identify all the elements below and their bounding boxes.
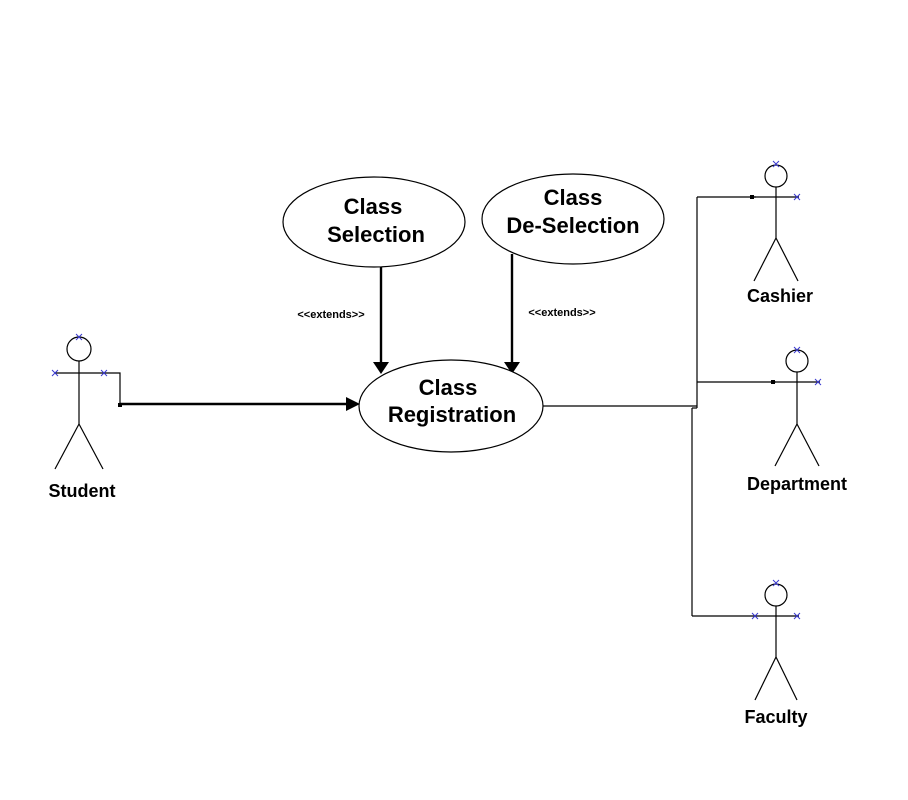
actor-faculty[interactable]: Faculty (744, 579, 808, 727)
stick-figure-icon (774, 349, 820, 467)
actor-cashier[interactable]: Cashier (747, 160, 813, 306)
selection-handles (751, 579, 801, 620)
extends-deselection-connector[interactable] (504, 254, 520, 374)
use-case-class-registration[interactable]: Class Registration (358, 359, 544, 453)
use-case-class-selection[interactable]: Class Selection (282, 176, 466, 268)
selection-handles (772, 160, 801, 201)
use-case-label-line1: Class (544, 185, 603, 210)
actor-label: Student (49, 481, 116, 501)
extends-label-selection: <<extends>> (297, 309, 364, 321)
extends-label-deselection: <<extends>> (528, 307, 595, 319)
stick-figure-icon (754, 583, 799, 701)
connector-end-cashier (750, 195, 754, 199)
use-case-label-line1: Class (344, 194, 403, 219)
use-case-label-line1: Class (419, 375, 478, 400)
actor-department[interactable]: Department (747, 346, 847, 494)
extends-arrowhead (373, 362, 389, 374)
use-case-label-line2: Registration (388, 402, 516, 427)
connector-end-department (771, 380, 775, 384)
use-case-label-line2: De-Selection (506, 213, 639, 238)
actor-label: Faculty (744, 707, 807, 727)
actor-label: Cashier (747, 286, 813, 306)
registration-to-actors-connector[interactable] (118, 195, 776, 617)
association-arrowhead (346, 397, 360, 411)
extends-arrowhead (504, 362, 520, 374)
selection-handles (793, 346, 822, 386)
use-case-class-deselection[interactable]: Class De-Selection (481, 173, 665, 265)
actor-label: Department (747, 474, 847, 494)
stick-figure-icon (753, 164, 799, 282)
student-association[interactable] (104, 372, 360, 411)
connector-end-student (118, 403, 122, 407)
actor-student[interactable]: Student (49, 333, 116, 501)
stick-figure-icon (54, 336, 104, 470)
use-case-label-line2: Selection (327, 222, 425, 247)
selection-handles (51, 333, 108, 377)
extends-selection-connector[interactable] (373, 266, 389, 374)
